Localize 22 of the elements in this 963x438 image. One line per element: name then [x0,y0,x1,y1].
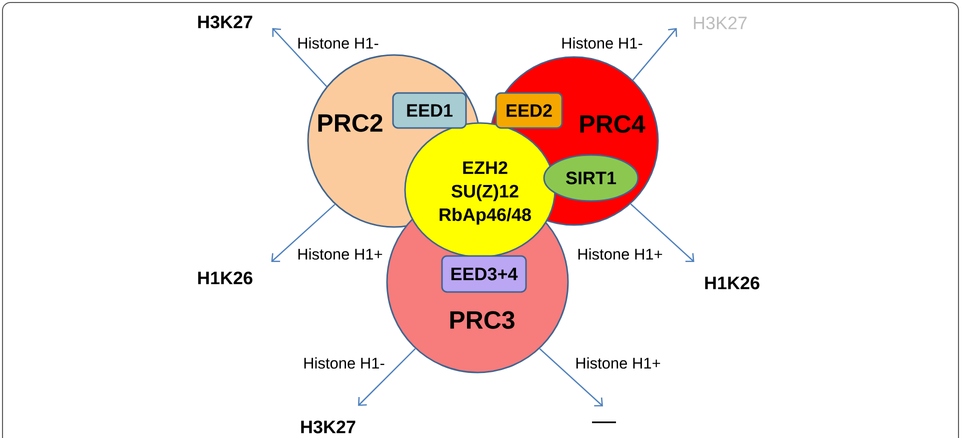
edge-label: Histone H1- [302,356,386,370]
text-label: H1K26 [705,276,760,290]
text-label: H1K26 [198,272,252,284]
arrow [272,28,328,87]
edge-label: Histone H1+ [576,247,664,261]
edge-label: Histone H1- [560,36,644,50]
text-label: H3K27 [301,420,356,434]
arrow [632,28,678,80]
text-label: H3K27 [694,16,747,30]
text-label: — [592,422,616,424]
rounded-box: EED3+4 [441,255,527,293]
arrow [358,348,416,406]
edge-label: Histone H1+ [296,247,384,261]
edge-label: Histone H1+ [574,356,662,370]
text-label: H3K27 [198,16,252,28]
arrow [630,203,694,262]
rounded-box: EED2 [495,92,563,129]
edge-label: Histone H1- [296,36,380,50]
oval: SIRT1 [543,154,639,202]
arrow [271,204,336,262]
rounded-box: EED1 [392,92,467,129]
arrow [539,348,603,406]
